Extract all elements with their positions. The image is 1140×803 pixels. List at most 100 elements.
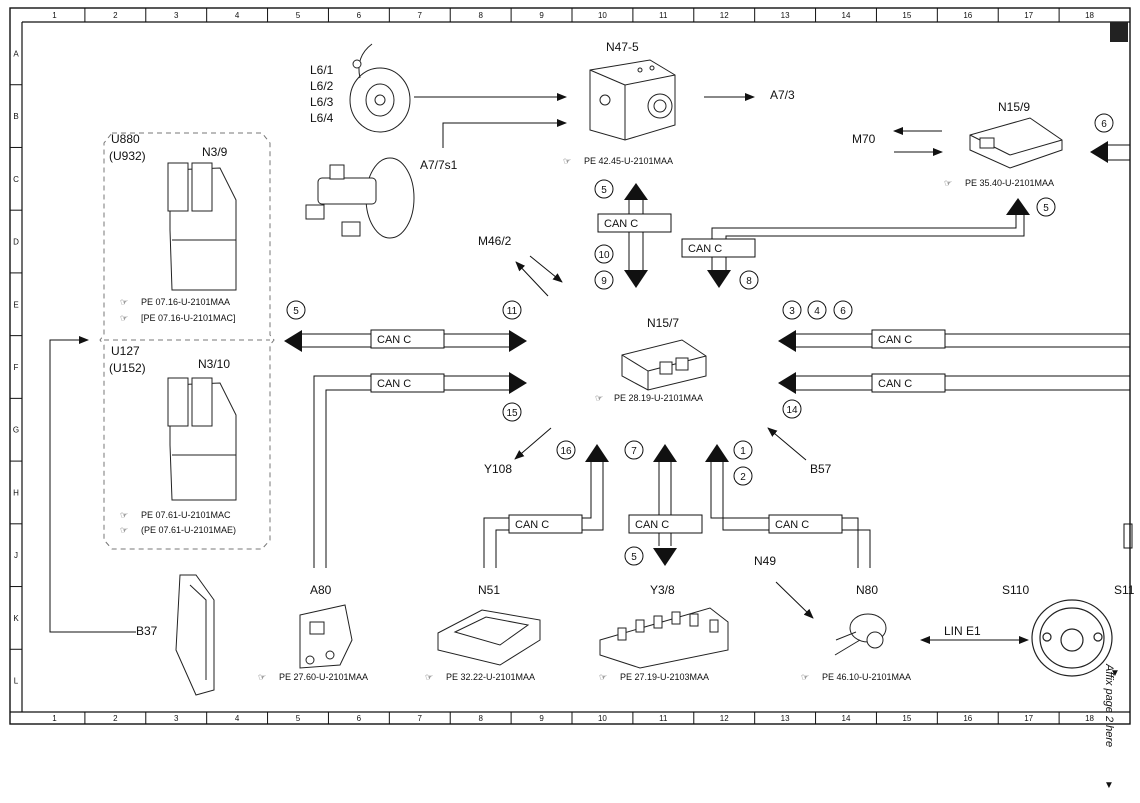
label-s111: S11 xyxy=(1114,583,1135,597)
pedal-b37-drawing xyxy=(175,574,215,696)
label-l6-4: L6/4 xyxy=(310,111,334,125)
ref-n3-10-b: (PE 07.61-U-2101MAE) xyxy=(141,525,236,535)
grid-col-bot-11: 11 xyxy=(659,714,668,723)
callout-7: 7 xyxy=(631,446,637,457)
label-n15-9: N15/9 xyxy=(998,100,1030,114)
callout-8: 8 xyxy=(746,276,752,287)
callout-9: 9 xyxy=(601,276,607,287)
hand-icon: ☞ xyxy=(120,525,128,535)
callout-1: 1 xyxy=(740,446,746,457)
grid-col-bot-12: 12 xyxy=(720,714,729,723)
corner-mark xyxy=(1110,22,1128,42)
y3-8-valve-body-drawing xyxy=(599,607,729,669)
grid-col-bot-4: 4 xyxy=(235,714,240,723)
callout-4: 4 xyxy=(814,306,820,317)
hand-icon: ☞ xyxy=(120,297,128,307)
grid-col-bot-5: 5 xyxy=(296,714,301,723)
label-n3-10: N3/10 xyxy=(198,357,230,371)
steering-wheel-drawing xyxy=(1031,599,1113,677)
label-m70: M70 xyxy=(852,132,876,146)
can-label-9: CAN C xyxy=(775,519,809,531)
callout-11: 11 xyxy=(507,306,518,317)
ref-n51: PE 32.22-U-2101MAA xyxy=(446,672,535,682)
label-n47-5: N47-5 xyxy=(606,40,639,54)
hand-icon: ☞ xyxy=(595,393,603,403)
grid-col-bot-3: 3 xyxy=(174,714,179,723)
can-label-6: CAN C xyxy=(878,378,912,390)
callout-3: 3 xyxy=(789,306,795,317)
label-l6-2: L6/2 xyxy=(310,79,334,93)
frame xyxy=(9,7,1131,725)
can-label-1: CAN C xyxy=(604,218,638,230)
triangle-down-icon: ▼ xyxy=(1104,780,1114,791)
a80-drawing xyxy=(299,604,353,669)
grid-row-F: F xyxy=(14,363,19,372)
hand-icon: ☞ xyxy=(563,156,571,166)
label-l6-3: L6/3 xyxy=(310,95,334,109)
grid-col-top-4: 4 xyxy=(235,11,240,20)
label-n3-9: N3/9 xyxy=(202,145,228,159)
label-n51: N51 xyxy=(478,583,500,597)
grid-col-top-10: 10 xyxy=(598,11,607,20)
grid-row-G: G xyxy=(13,426,19,435)
label-a80: A80 xyxy=(310,583,332,597)
grid-col-bot-18: 18 xyxy=(1085,714,1094,723)
affix-note: Affix page 2 here xyxy=(1103,663,1115,747)
callout-14: 14 xyxy=(786,405,798,416)
grid-col-bot-17: 17 xyxy=(1024,714,1033,723)
ref-n80: PE 46.10-U-2101MAA xyxy=(822,672,911,682)
brake-booster-drawing xyxy=(305,157,415,239)
callout-2: 2 xyxy=(740,472,746,483)
grid-col-top-9: 9 xyxy=(539,11,544,20)
grid-row-L: L xyxy=(14,677,19,686)
n51-drawing xyxy=(437,609,541,666)
label-u932: (U932) xyxy=(109,149,146,163)
grid-col-bot-6: 6 xyxy=(357,714,362,723)
callout-5c: 5 xyxy=(293,306,299,317)
wheel-speed-sensors-drawing xyxy=(349,43,411,133)
ref-n3-9-a: PE 07.16-U-2101MAA xyxy=(141,297,230,307)
grid-col-top-12: 12 xyxy=(720,11,729,20)
grid-col-bot-8: 8 xyxy=(478,714,483,723)
label-y108: Y108 xyxy=(484,462,512,476)
grid-col-top-18: 18 xyxy=(1085,11,1094,20)
n15-9-module-drawing xyxy=(969,117,1063,169)
ref-y3-8: PE 27.19-U-2103MAA xyxy=(620,672,709,682)
can-label-4: CAN C xyxy=(377,378,411,390)
grid-col-top-13: 13 xyxy=(781,11,790,20)
grid-col-bot-10: 10 xyxy=(598,714,607,723)
grid-row-K: K xyxy=(13,614,19,623)
callout-5d: 5 xyxy=(631,552,637,563)
grid-col-top-15: 15 xyxy=(902,11,911,20)
label-a7-7s1: A7/7s1 xyxy=(420,158,458,172)
grid-col-bot-7: 7 xyxy=(418,714,423,723)
grid-row-J: J xyxy=(14,551,18,560)
grid-row-H: H xyxy=(13,488,19,497)
label-m46-2: M46/2 xyxy=(478,234,512,248)
can-label-3: CAN C xyxy=(377,334,411,346)
callout-5a: 5 xyxy=(601,185,607,196)
connectors xyxy=(49,93,1029,644)
n80-drawing xyxy=(834,613,887,656)
hand-icon: ☞ xyxy=(258,672,266,682)
label-b57: B57 xyxy=(810,462,832,476)
hand-icon: ☞ xyxy=(599,672,607,682)
grid-row-D: D xyxy=(13,238,19,247)
callout-5b: 5 xyxy=(1043,203,1049,214)
label-s110: S110 xyxy=(1002,583,1029,597)
callout-15: 15 xyxy=(506,408,518,419)
callout-6a: 6 xyxy=(1101,119,1107,130)
grid-row-C: C xyxy=(13,175,19,184)
ref-n3-9-b: [PE 07.16-U-2101MAC] xyxy=(141,313,236,323)
can-c-boxes xyxy=(370,213,946,534)
callout-6b: 6 xyxy=(840,306,846,317)
label-u127: U127 xyxy=(111,344,140,358)
grid-col-top-6: 6 xyxy=(357,11,362,20)
variant-group-box xyxy=(99,132,275,550)
grid-col-top-1: 1 xyxy=(52,11,57,20)
can-label-8: CAN C xyxy=(635,519,669,531)
triangle-down-icon: ▼ xyxy=(1110,668,1120,679)
